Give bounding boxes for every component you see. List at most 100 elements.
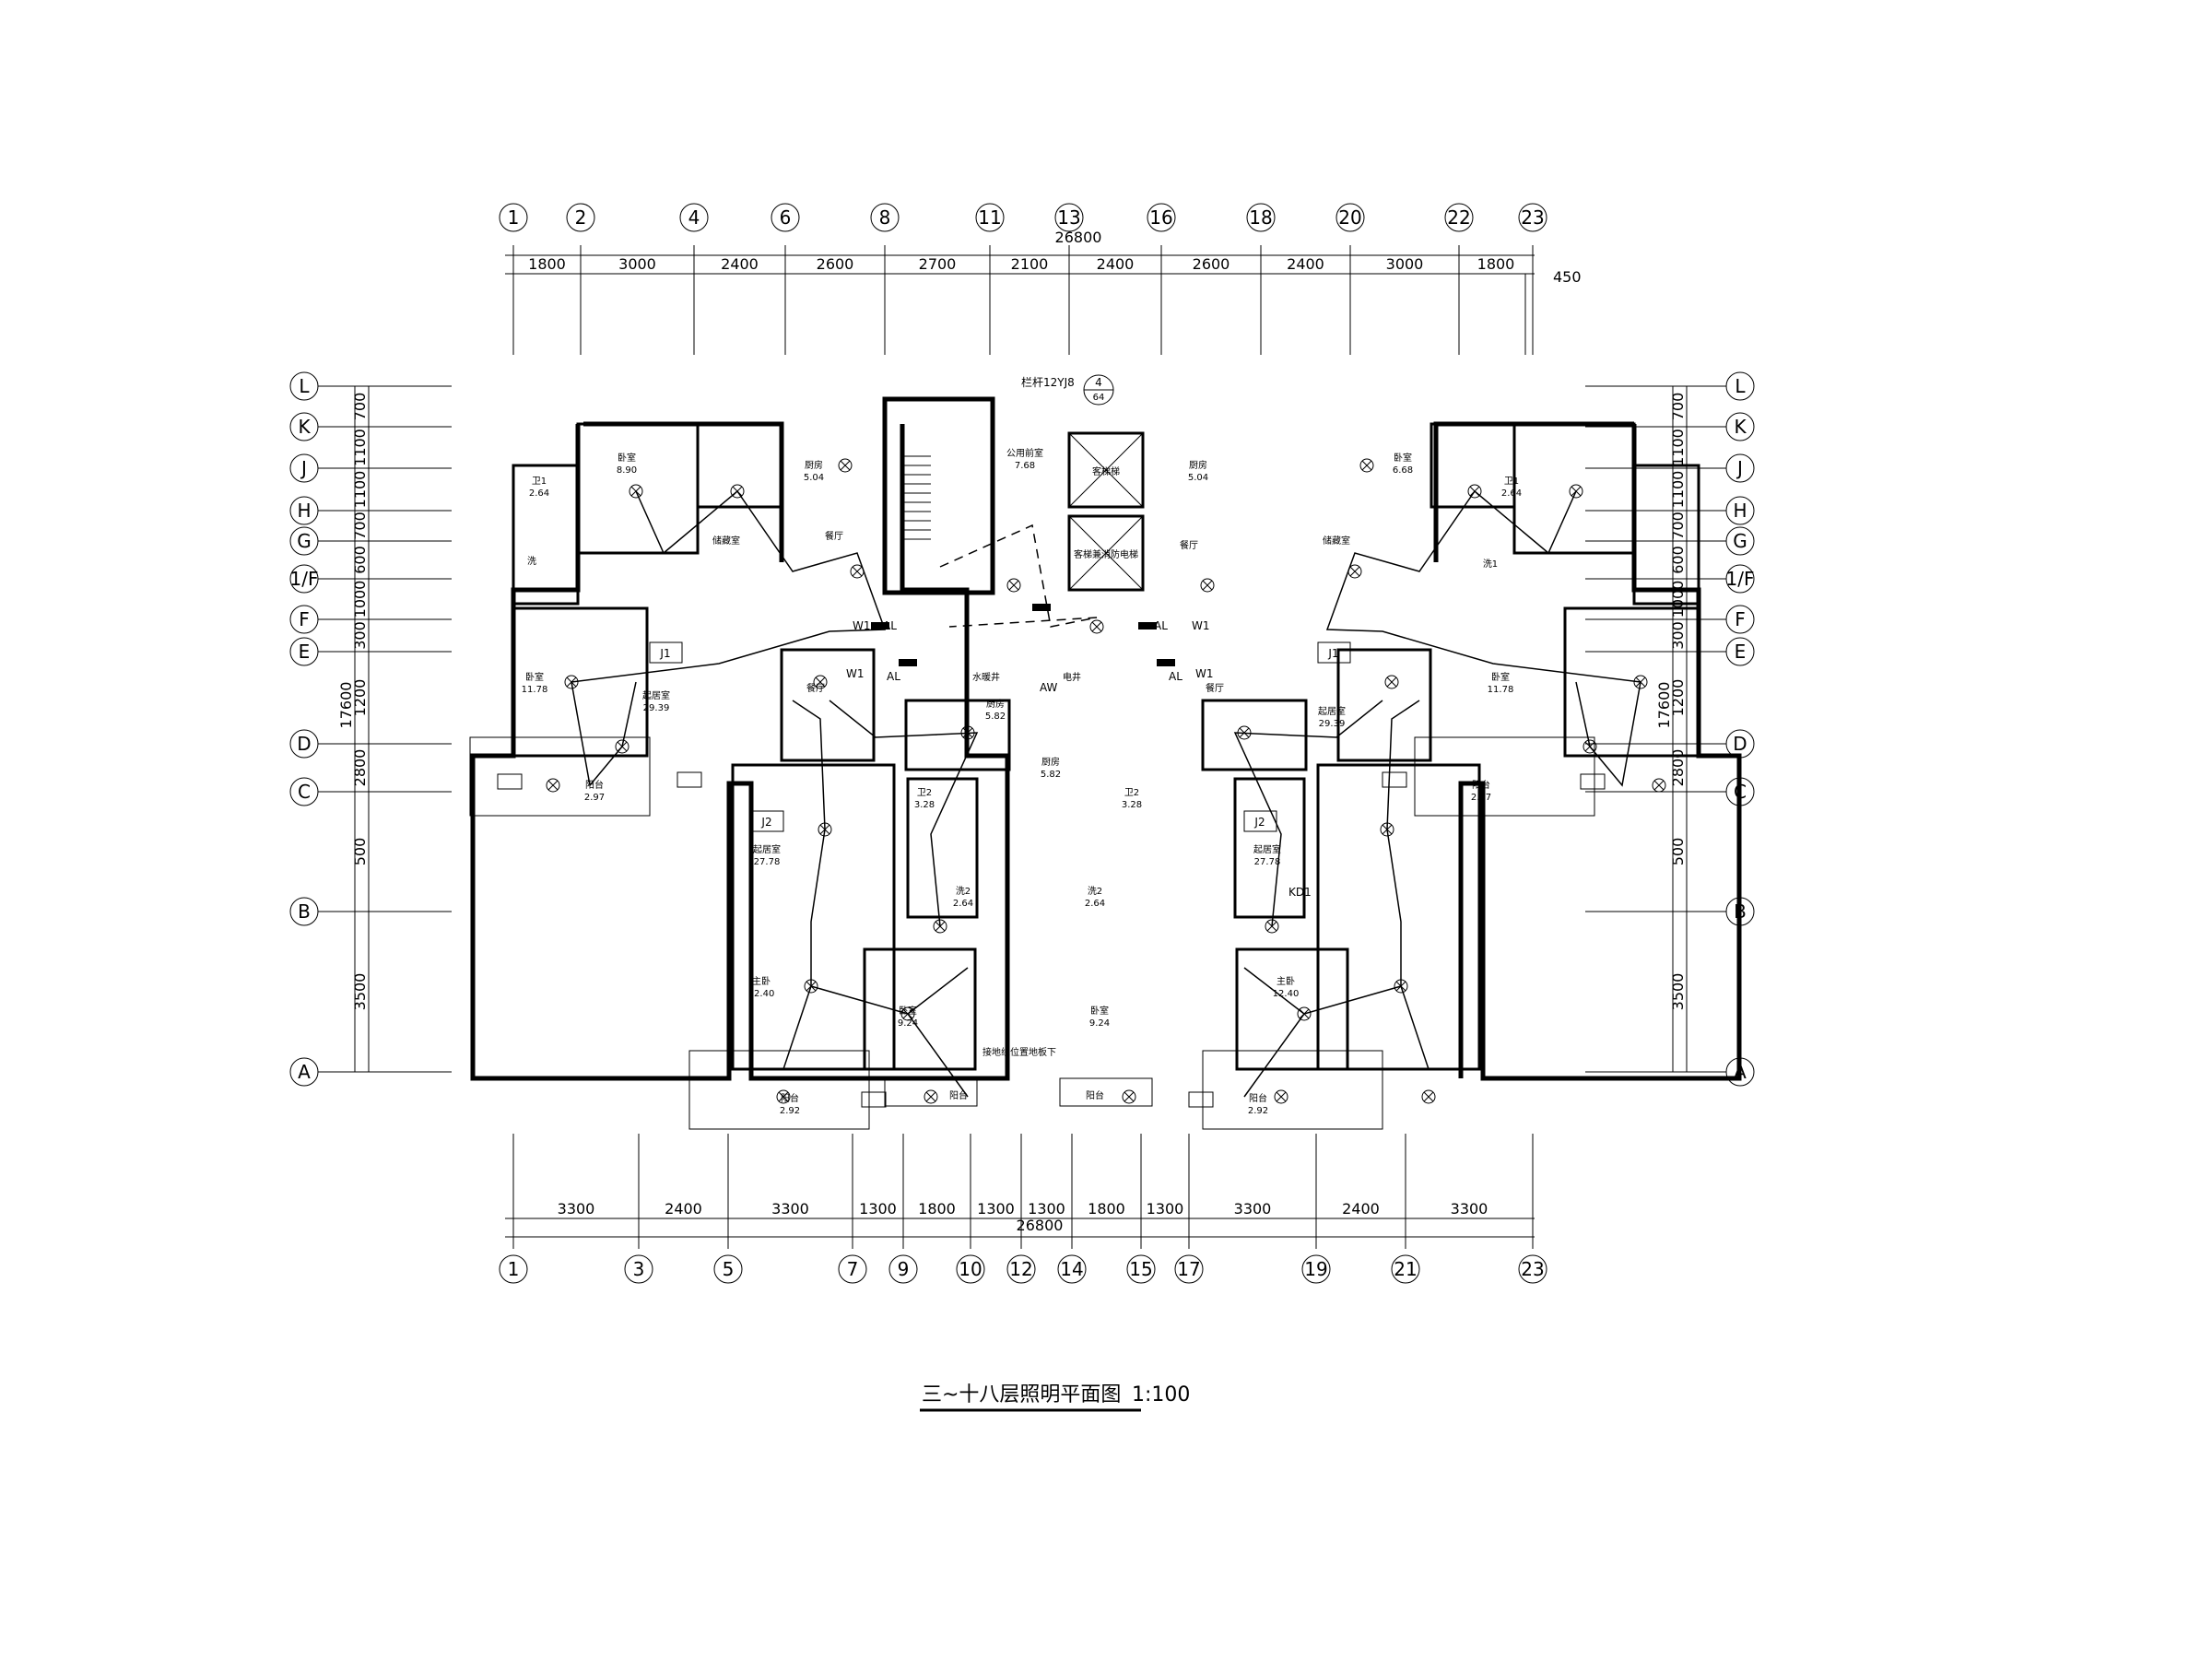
light-fixture-symbol [1297, 1006, 1312, 1021]
socket-box-symbol [861, 1091, 887, 1108]
light-fixture-symbol [1467, 484, 1482, 499]
railing-note: 栏杆12YJ8 [1021, 375, 1075, 389]
drawing-scale: 1:100 [1132, 1383, 1190, 1406]
light-fixture-cross [1299, 1008, 1310, 1019]
room-name: 洗2 [1088, 886, 1102, 897]
light-fixture-symbol [1583, 739, 1597, 754]
room-name: 洗 [527, 556, 536, 567]
column-axis-bubble [1301, 1254, 1331, 1284]
column-axis-bubble [1006, 1254, 1036, 1284]
column-axis-label: 20 [1338, 206, 1361, 229]
light-fixture-cross [778, 1091, 789, 1102]
wall-segment [780, 648, 876, 762]
w1-label: W1 [1192, 619, 1210, 632]
bottom-segment-dimension: 3300 [1234, 1200, 1272, 1218]
side-total-dimension: 17600 [337, 682, 355, 729]
al-panel-label: AL [887, 670, 900, 683]
room-area: 5.82 [985, 712, 1006, 722]
side-segment-dimension: 700 [351, 393, 369, 421]
wall-segment [512, 606, 649, 758]
j2-label: J2 [1253, 816, 1265, 829]
column-axis-label: 2 [575, 206, 587, 229]
room-area: 2.64 [1501, 488, 1522, 499]
top-segment-dimension: 3000 [1386, 255, 1424, 273]
distribution-panel-symbol [871, 622, 889, 629]
room-area: 8.90 [617, 465, 637, 476]
row-axis-label: E [1735, 641, 1747, 663]
column-axis-bubble [1054, 203, 1084, 232]
room-name: 卧室 [525, 671, 544, 683]
column-axis-label: 17 [1177, 1258, 1200, 1280]
j1-box [1317, 641, 1351, 664]
column-axis-label: 4 [688, 206, 700, 229]
wall-segment [1235, 947, 1349, 1071]
room-name: 阳台 [1472, 779, 1490, 791]
wall-segment [1512, 422, 1636, 555]
light-fixture-symbol [933, 919, 947, 934]
stair-core [882, 396, 995, 595]
column-axis-label: 3 [633, 1258, 645, 1280]
room-name: 客梯兼消防电梯 [1074, 548, 1138, 560]
row-axis-label: J [300, 457, 307, 479]
bottom-total-dimension: 26800 [1017, 1217, 1064, 1234]
room-name: 起居室 [1253, 843, 1281, 855]
room-area: 2.97 [1471, 793, 1491, 803]
room-area: 11.78 [522, 685, 548, 695]
side-segment-dimension: 700 [1669, 393, 1687, 421]
light-fixture-cross [1091, 621, 1102, 632]
wiring-center [939, 524, 1098, 628]
room-name: 卧室 [618, 452, 636, 464]
room-area: 7.68 [1015, 461, 1035, 471]
row-axis-label: A [1734, 1061, 1747, 1083]
room-name: 阳台 [1249, 1092, 1267, 1104]
room-name: 卧室 [1090, 1005, 1109, 1017]
room-name: 阳台 [949, 1089, 968, 1101]
room-name: 餐厅 [825, 530, 843, 542]
side-segment-dimension: 700 [351, 512, 369, 540]
room-name: 水暖井 [972, 671, 1000, 683]
row-axis-label: D [1733, 733, 1747, 755]
room-area: 3.28 [1122, 800, 1142, 810]
room-area: 5.04 [1188, 473, 1208, 483]
column-axis-bubble [624, 1254, 653, 1284]
light-fixture-cross [1423, 1091, 1434, 1102]
light-fixture-cross [1276, 1091, 1287, 1102]
column-axis-label: 6 [780, 206, 792, 229]
side-segment-dimension: 300 [351, 621, 369, 650]
light-fixture-symbol [804, 979, 818, 994]
column-axis-label: 1 [508, 1258, 520, 1280]
room-area: 2.64 [529, 488, 549, 499]
bottom-segment-dimension: 2400 [665, 1200, 702, 1218]
bottom-segment-dimension: 3300 [771, 1200, 809, 1218]
distribution-panel-symbol [899, 659, 917, 666]
light-fixture-symbol [615, 739, 629, 754]
room-name: 卧室 [1491, 671, 1510, 683]
column-axis-bubble [1174, 1254, 1204, 1284]
socket-box-symbol [677, 771, 702, 788]
wall-segment [731, 763, 896, 1071]
light-fixture-symbol [1237, 725, 1252, 740]
side-segment-dimension: 600 [351, 546, 369, 574]
room-area: 9.24 [1089, 1018, 1110, 1029]
column-axis-label: 13 [1057, 206, 1080, 229]
exterior-wall [1458, 424, 1742, 1081]
socket-box-symbol [1580, 773, 1606, 790]
column-axis-bubble [1391, 1254, 1420, 1284]
light-fixture-symbol [1384, 675, 1399, 689]
column-axis-label: 21 [1394, 1258, 1417, 1280]
bottom-segment-dimension: 2400 [1342, 1200, 1380, 1218]
room-area: 9.24 [898, 1018, 918, 1029]
distribution-panel-symbol [1138, 622, 1157, 629]
room-area: 5.82 [1041, 770, 1061, 780]
row-axis-label: J [1735, 457, 1743, 479]
room-name: 卧室 [899, 1005, 917, 1017]
column-axis-bubble [888, 1254, 918, 1284]
column-axis-label: 14 [1060, 1258, 1083, 1280]
light-fixture-symbol [546, 778, 560, 793]
j2-label: J2 [760, 816, 771, 829]
light-fixture-cross [630, 486, 641, 497]
light-fixture-cross [1386, 677, 1397, 688]
light-fixture-cross [1382, 824, 1393, 835]
room-name: 起居室 [753, 843, 781, 855]
light-fixture-cross [1469, 486, 1480, 497]
